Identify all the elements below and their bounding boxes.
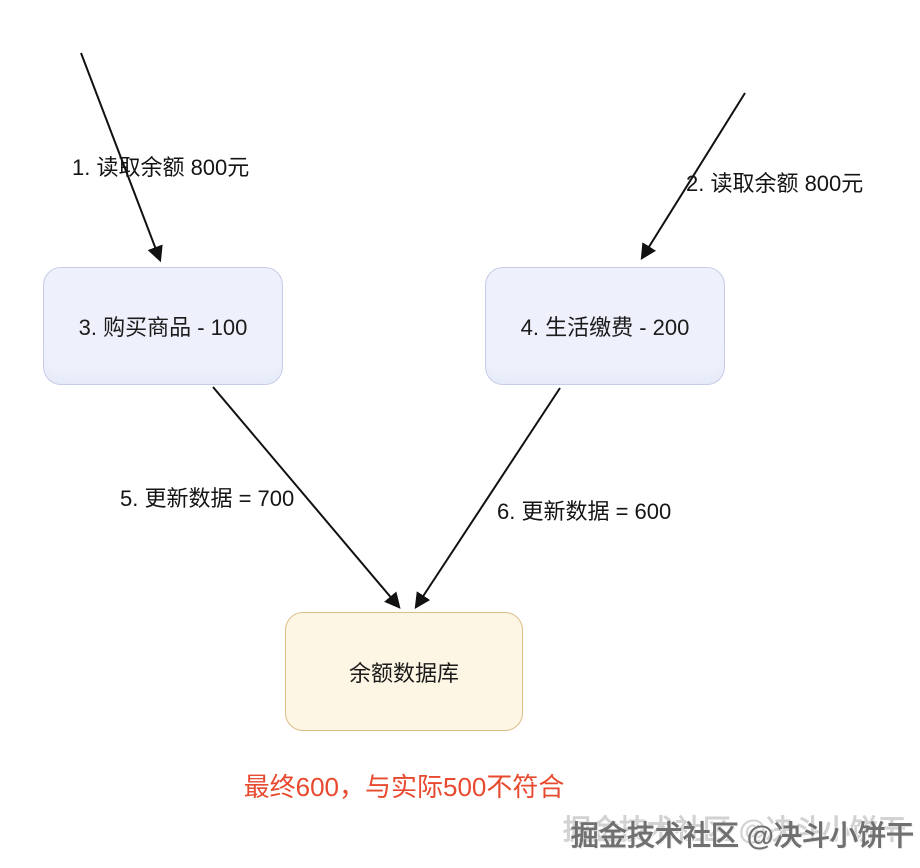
node-balance-database: 余额数据库: [285, 612, 523, 731]
watermark-text: 掘金技术社区 @决斗小饼干: [570, 820, 914, 851]
node-buy-goods-label: 3. 购买商品 - 100: [78, 315, 248, 340]
edge-label-read-balance-2: 2. 读取余额 800元: [686, 171, 864, 196]
node-buy-goods: 3. 购买商品 - 100: [43, 267, 283, 385]
node-living-payment: 4. 生活缴费 - 200: [485, 267, 725, 385]
node-living-payment-label: 4. 生活缴费 - 200: [520, 315, 690, 340]
conclusion-note: 最终600，与实际500不符合: [243, 772, 565, 802]
edge-label-update-data-1: 5. 更新数据 = 700: [120, 486, 295, 511]
edge-label-update-data-2: 6. 更新数据 = 600: [497, 499, 672, 524]
watermark: 掘金技术社区 @决斗小饼干 掘金技术社区 @决斗小饼干: [563, 814, 914, 854]
watermark-ghost-text: 掘金技术社区 @决斗小饼干: [562, 814, 906, 845]
node-balance-database-label: 余额数据库: [348, 660, 459, 686]
edge-label-read-balance-1: 1. 读取余额 800元: [72, 155, 250, 180]
